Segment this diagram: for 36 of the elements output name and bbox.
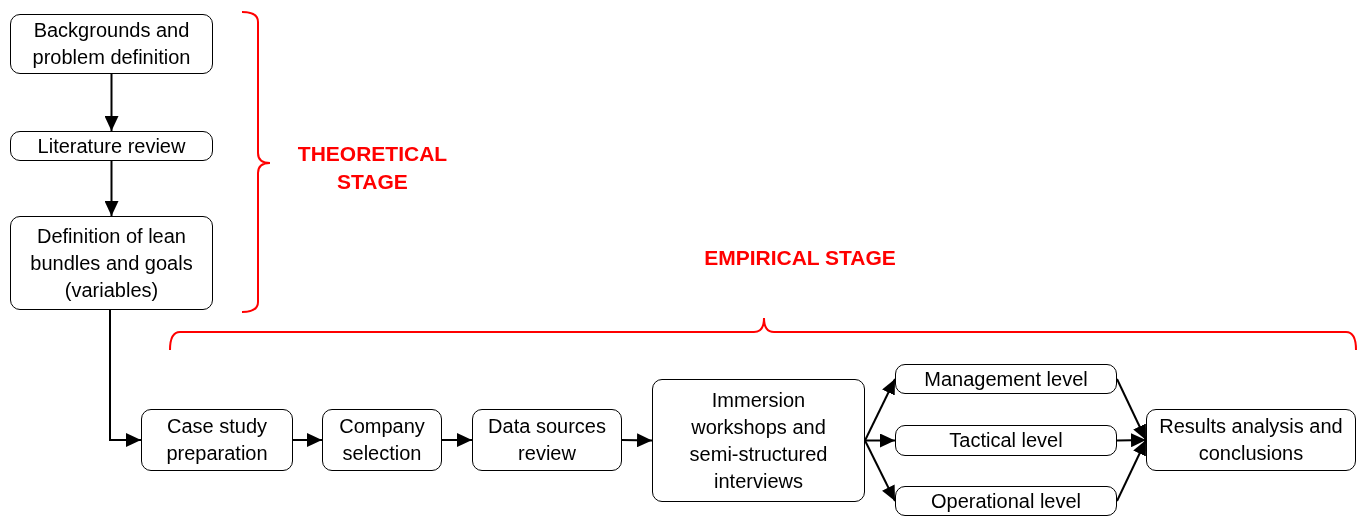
box-label: Backgrounds and problem definition: [31, 18, 192, 70]
arrow: [621, 433, 653, 448]
box-label: Data sources review: [487, 414, 607, 466]
box-label: Management level: [924, 366, 1088, 392]
arrow: [864, 439, 896, 502]
stage-label: EMPIRICAL STAGE: [703, 245, 897, 271]
process-box: [895, 486, 1117, 516]
process-box: [322, 409, 442, 471]
process-box: [652, 379, 865, 502]
box-label: Literature review: [37, 133, 186, 159]
box-label: Tactical level: [949, 428, 1063, 453]
process-box: [141, 409, 293, 471]
process-box: [10, 14, 213, 74]
process-box: [10, 131, 213, 161]
arrow: [864, 433, 896, 448]
process-box: [895, 425, 1117, 456]
process-box: [472, 409, 622, 471]
arrow: [1116, 378, 1147, 441]
arrow: [104, 73, 119, 132]
arrow: [104, 160, 119, 217]
box-label: Case study preparation: [165, 414, 269, 466]
box-label: Company selection: [338, 414, 426, 466]
arrow: [1116, 433, 1147, 448]
arrow: [109, 309, 142, 447]
process-box: [895, 364, 1117, 394]
stage-label: THEORETICAL STAGE: [296, 141, 449, 195]
arrow: [441, 433, 473, 447]
process-box: [10, 216, 213, 310]
arrow: [292, 433, 323, 447]
box-label: Results analysis and conclusions: [1159, 414, 1343, 466]
process-box: [1146, 409, 1356, 471]
arrow: [1116, 439, 1147, 502]
box-label: Immersion workshops and semi-structured interviews: [688, 387, 829, 494]
arrow: [864, 378, 896, 442]
box-label: Definition of lean bundles and goals (variables): [29, 223, 194, 303]
box-label: Operational level: [930, 488, 1082, 514]
